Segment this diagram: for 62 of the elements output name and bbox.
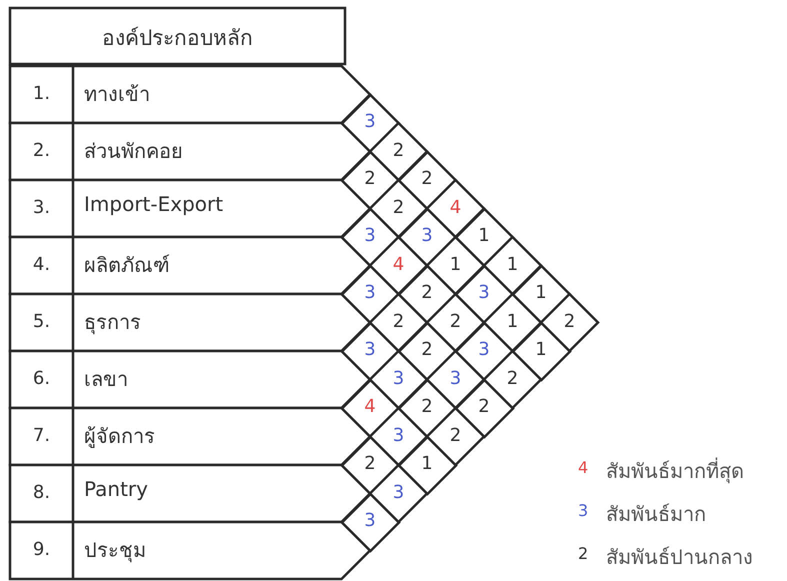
relation-score: 4 [448, 196, 462, 218]
legend-number: 2 [578, 544, 588, 563]
row-label: ธุรการ [84, 309, 141, 336]
header-text: องค์ประกอบหลัก [101, 25, 254, 52]
row-number: 3. [32, 197, 52, 218]
row-number: 9. [32, 539, 52, 560]
relation-score: 2 [392, 140, 406, 160]
relation-score: 2 [420, 396, 434, 417]
relation-score: 1 [448, 254, 462, 274]
relation-score: 2 [363, 168, 377, 189]
row-number: 8. [32, 482, 52, 503]
relation-score: 4 [392, 254, 406, 274]
row-label: Import-Export [84, 192, 224, 216]
relation-score: 1 [420, 453, 434, 474]
row-number: 6. [32, 368, 52, 389]
legend-label: สัมพันธ์ปานกลาง [606, 544, 753, 571]
row-number: 5. [32, 311, 52, 332]
relation-score: 3 [392, 424, 406, 446]
relation-score: 2 [448, 310, 462, 332]
relation-score: 3 [363, 339, 377, 360]
relation-score: 1 [477, 225, 491, 246]
row-number: 4. [32, 254, 52, 275]
relation-score: 2 [506, 368, 520, 388]
legend-number: 4 [578, 458, 588, 477]
relation-score: 2 [420, 339, 434, 360]
relation-score: 2 [392, 310, 406, 332]
relation-score: 3 [392, 482, 406, 502]
row-label: ประชุม [84, 537, 146, 564]
relation-score: 2 [420, 168, 434, 189]
relation-score: 3 [477, 282, 491, 303]
row-number: 1. [32, 83, 52, 104]
legend-number: 3 [578, 501, 588, 520]
relation-score: 1 [506, 310, 520, 332]
row-label: ผู้จัดการ [84, 423, 155, 450]
legend-label: สัมพันธ์มากที่สุด [606, 456, 744, 486]
row-label: ทางเข้า [84, 81, 150, 108]
row-label: ผลิตภัณฑ์ [84, 252, 170, 279]
relation-score: 2 [420, 282, 434, 303]
relation-score: 2 [448, 424, 462, 446]
table-header [10, 8, 345, 64]
row-label: เลขา [84, 366, 128, 393]
relation-score: 3 [363, 225, 377, 246]
row-number: 2. [32, 140, 52, 161]
relation-score: 1 [534, 339, 548, 360]
relation-score: 3 [448, 368, 462, 388]
relation-score: 2 [477, 396, 491, 417]
row-label: Pantry [84, 477, 148, 501]
relation-score: 2 [363, 453, 377, 474]
relation-score: 1 [506, 254, 520, 274]
row-number: 7. [32, 425, 52, 446]
relation-score: 2 [562, 310, 576, 332]
relation-score: 2 [392, 196, 406, 218]
relation-score: 3 [392, 368, 406, 388]
relation-score: 4 [363, 396, 377, 417]
relation-score: 3 [477, 339, 491, 360]
relation-score: 3 [363, 282, 377, 303]
legend-label: สัมพันธ์มาก [606, 501, 706, 528]
relation-score: 3 [363, 510, 377, 531]
row-label: ส่วนพักคอย [84, 138, 183, 165]
relation-score: 1 [534, 282, 548, 303]
relation-score: 3 [363, 111, 377, 132]
relation-score: 3 [420, 225, 434, 246]
